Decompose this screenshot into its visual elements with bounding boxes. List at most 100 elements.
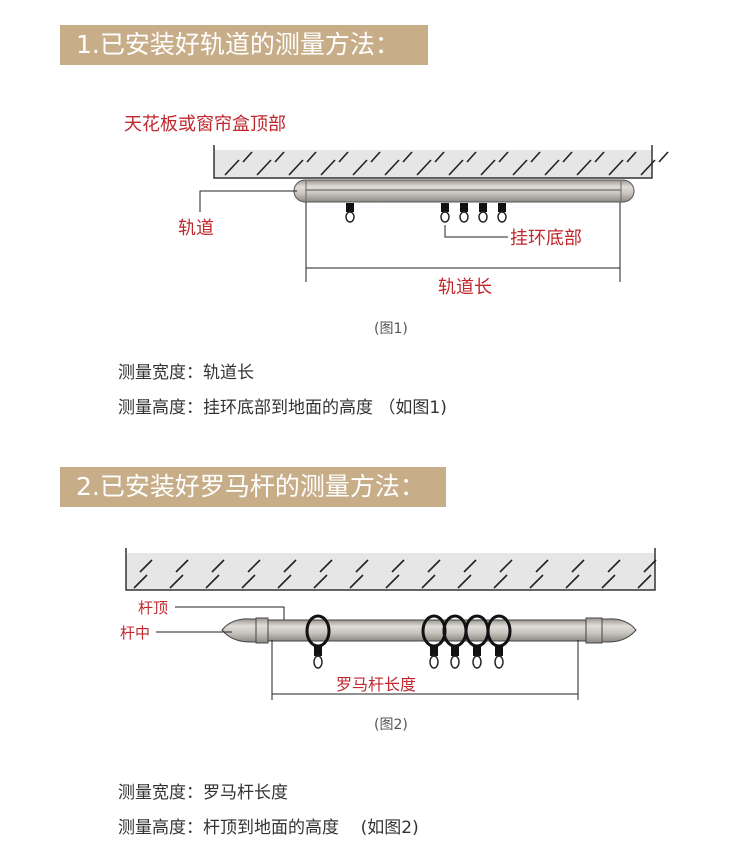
track-length-label: 轨道长 bbox=[438, 277, 492, 298]
hatch-mark bbox=[607, 559, 621, 573]
hook-ring bbox=[497, 211, 507, 223]
hook bbox=[498, 203, 506, 212]
ceiling-2 bbox=[125, 548, 657, 591]
hatch-mark bbox=[355, 559, 369, 573]
rod-top-leader bbox=[175, 606, 285, 620]
hatch-mark bbox=[427, 559, 441, 573]
ring-eye bbox=[313, 655, 323, 669]
hatch-mark bbox=[306, 151, 317, 163]
ring-eye bbox=[472, 655, 482, 669]
hatch-mark bbox=[241, 574, 256, 589]
track bbox=[293, 179, 635, 203]
hook bbox=[441, 203, 449, 212]
track-hooks bbox=[345, 203, 507, 223]
hook bbox=[346, 203, 354, 212]
hatch-mark bbox=[370, 151, 381, 163]
hatch-mark bbox=[448, 159, 464, 176]
section1-title: 1.已安装好轨道的测量方法： bbox=[60, 25, 428, 65]
section2-title: 2.已安装好罗马杆的测量方法： bbox=[60, 467, 446, 507]
ring-eye bbox=[450, 655, 460, 669]
ring-clip bbox=[495, 646, 503, 656]
ceiling-label: 天花板或窗帘盒顶部 bbox=[124, 114, 286, 135]
hatch-mark bbox=[466, 151, 477, 163]
track-leader bbox=[199, 190, 297, 212]
hatch-mark bbox=[256, 159, 272, 176]
section2-width-line: 测量宽度：罗马杆长度 bbox=[118, 783, 288, 803]
hatch-mark bbox=[498, 151, 509, 163]
hatch-mark bbox=[594, 151, 605, 163]
hatch-mark bbox=[480, 159, 496, 176]
ring-clip bbox=[430, 646, 438, 656]
hatch-mark bbox=[133, 574, 148, 589]
ring-eye bbox=[429, 655, 439, 669]
hatch-mark bbox=[529, 574, 544, 589]
hook bbox=[460, 203, 468, 212]
hatch-mark bbox=[637, 574, 652, 589]
hook-ring bbox=[459, 211, 469, 223]
hatch-mark bbox=[385, 574, 400, 589]
section1-width-line: 测量宽度：轨道长 bbox=[118, 363, 254, 383]
hatch-mark bbox=[384, 159, 400, 176]
hatch-mark bbox=[512, 159, 528, 176]
hatch-mark bbox=[643, 559, 657, 573]
hatch-mark bbox=[565, 574, 580, 589]
hatch-mark bbox=[544, 159, 560, 176]
hatch-mark bbox=[224, 159, 240, 176]
hatch-mark bbox=[457, 574, 472, 589]
hook bbox=[479, 203, 487, 212]
hatch-mark bbox=[352, 159, 368, 176]
hatch-mark bbox=[349, 574, 364, 589]
hatch-mark bbox=[242, 151, 253, 163]
hatch-mark bbox=[169, 574, 184, 589]
hatch-mark bbox=[626, 151, 637, 163]
hatch-mark bbox=[608, 159, 624, 176]
hatch-mark bbox=[535, 559, 549, 573]
ring-clip bbox=[451, 646, 459, 656]
hatch-mark bbox=[562, 151, 573, 163]
figure1-caption: (图1) bbox=[374, 321, 408, 337]
track-length-dimension bbox=[305, 202, 621, 282]
hatch-mark bbox=[274, 151, 285, 163]
hatch-mark bbox=[640, 159, 656, 176]
hatch-mark bbox=[313, 574, 328, 589]
ring-clip bbox=[314, 646, 322, 656]
hatch-mark bbox=[320, 159, 336, 176]
hatch-mark bbox=[434, 151, 445, 163]
hatch-mark bbox=[576, 159, 592, 176]
hatch-mark bbox=[277, 574, 292, 589]
hatch-mark bbox=[175, 559, 189, 573]
hatch-mark bbox=[283, 559, 297, 573]
ceiling-1 bbox=[213, 145, 669, 179]
hook-ring bbox=[440, 211, 450, 223]
figure2-caption: (图2) bbox=[374, 717, 408, 733]
hatch-mark bbox=[571, 559, 585, 573]
rod-length-label: 罗马杆长度 bbox=[336, 675, 417, 694]
rod-top-label: 杆顶 bbox=[138, 599, 169, 617]
hook-ring bbox=[345, 211, 355, 223]
hatch-mark bbox=[247, 559, 261, 573]
ring-eye bbox=[494, 655, 504, 669]
section1-height-line: 测量高度：挂环底部到地面的高度 （如图1) bbox=[118, 398, 447, 418]
hatch-mark bbox=[493, 574, 508, 589]
hatch-mark bbox=[658, 151, 669, 163]
hatch-mark bbox=[391, 559, 405, 573]
roman-rod bbox=[221, 617, 637, 644]
hatch-mark bbox=[338, 151, 349, 163]
hatch-mark bbox=[319, 559, 333, 573]
hatch-mark bbox=[402, 151, 413, 163]
rod-rings bbox=[305, 614, 512, 669]
ring-bottom-label: 挂环底部 bbox=[510, 228, 582, 249]
hatch-mark bbox=[139, 559, 153, 573]
rod-middle-label: 杆中 bbox=[120, 624, 151, 642]
rod-length-dimension bbox=[271, 640, 579, 700]
hatch-mark bbox=[530, 151, 541, 163]
hatch-mark bbox=[463, 559, 477, 573]
section2-height-line: 测量高度：杆顶到地面的高度 (如图2) bbox=[118, 818, 419, 838]
hatch-mark bbox=[205, 574, 220, 589]
hatch-mark bbox=[601, 574, 616, 589]
hatch-mark bbox=[211, 559, 225, 573]
ring-clip bbox=[473, 646, 481, 656]
hook-ring bbox=[478, 211, 488, 223]
hatch-mark bbox=[499, 559, 513, 573]
